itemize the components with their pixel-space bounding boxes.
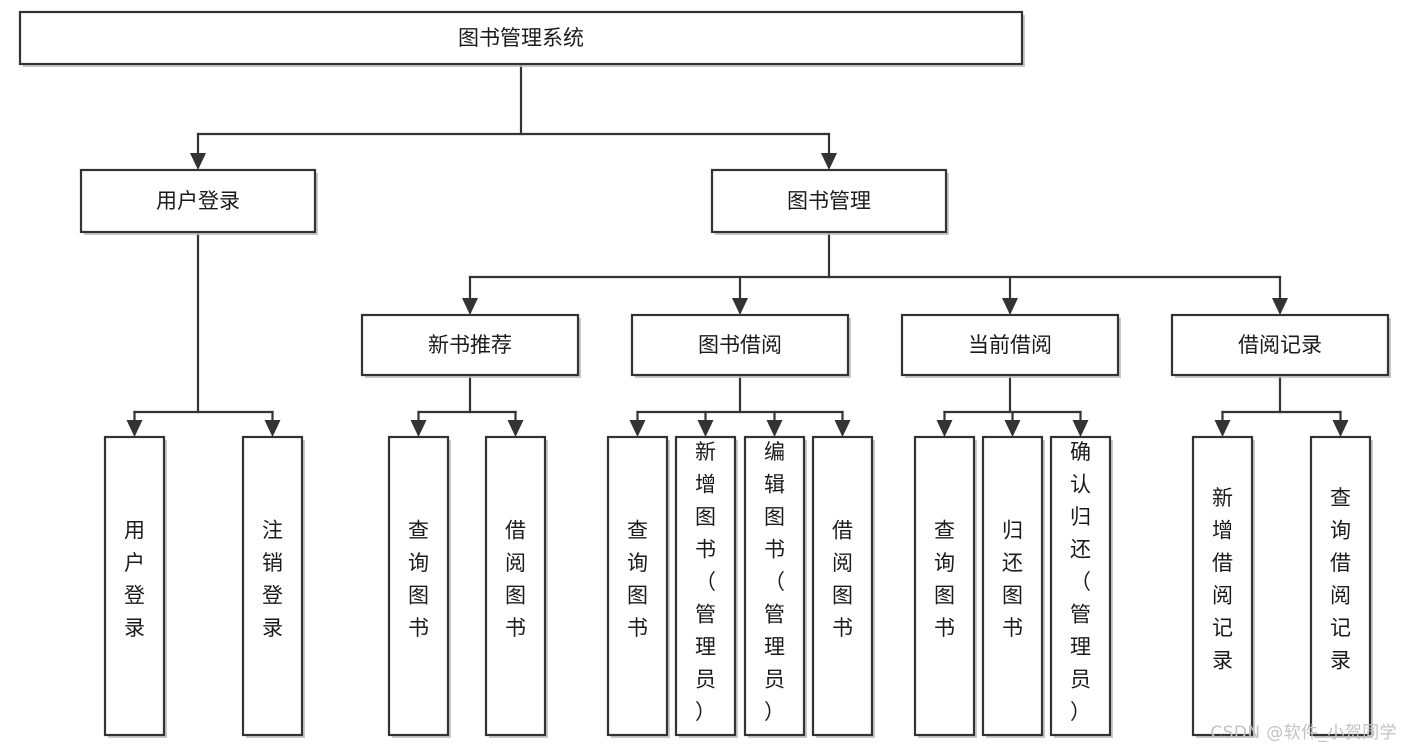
- node-label: 当前借阅: [968, 333, 1052, 357]
- node-box[interactable]: [103, 435, 166, 737]
- node-box[interactable]: [1309, 435, 1372, 737]
- arrow-head-icon-user-login: [190, 153, 206, 170]
- node-label: 图书管理系统: [458, 26, 584, 50]
- node-box[interactable]: [1049, 435, 1112, 737]
- arrow-head-icon-leaf-query-record: [1332, 420, 1349, 437]
- node-label: 新增图书（管理员）: [695, 440, 716, 724]
- node-label: 新增借阅记录: [1212, 486, 1233, 673]
- arrow-head-icon-borrow-record: [1272, 298, 1288, 315]
- node-box[interactable]: [674, 435, 737, 737]
- node-box[interactable]: [913, 435, 976, 737]
- node-box[interactable]: [981, 435, 1044, 737]
- node-box[interactable]: [710, 168, 948, 234]
- node-leaf-user-login[interactable]: 用户登录: [103, 435, 167, 738]
- node-label: 新书推荐: [428, 333, 512, 357]
- node-new-book-recommend[interactable]: 新书推荐: [360, 313, 581, 378]
- node-root[interactable]: 图书管理系统: [18, 10, 1025, 67]
- node-box[interactable]: [630, 313, 850, 377]
- node-label: 借阅图书: [832, 518, 853, 640]
- node-box[interactable]: [360, 313, 580, 377]
- node-user-login[interactable]: 用户登录: [79, 168, 318, 235]
- arrow-head-icon-leaf-borrow-book-2: [834, 420, 851, 437]
- arrow-head-icon-leaf-edit-book: [766, 420, 783, 437]
- arrow-head-icon-leaf-add-record: [1214, 420, 1231, 437]
- node-leaf-edit-book[interactable]: 编辑图书（管理员）: [743, 435, 807, 738]
- node-label: 用户登录: [156, 189, 240, 213]
- arrow-head-icon-leaf-user-login: [126, 420, 143, 437]
- node-label: 注销登录: [262, 518, 283, 640]
- node-box[interactable]: [387, 435, 450, 737]
- arrow-head-icon-leaf-query-book-3: [936, 420, 953, 437]
- node-label: 图书借阅: [698, 333, 782, 357]
- node-box[interactable]: [1170, 313, 1390, 377]
- arrow-head-icon-new-book-recommend: [462, 298, 478, 315]
- node-label: 用户登录: [124, 518, 145, 640]
- arrow-head-icon-current-borrow: [1002, 298, 1018, 315]
- node-box[interactable]: [1191, 435, 1254, 737]
- node-leaf-logout[interactable]: 注销登录: [241, 435, 305, 738]
- node-borrow-record[interactable]: 借阅记录: [1170, 313, 1391, 378]
- node-box[interactable]: [811, 435, 874, 737]
- arrow-head-icon-leaf-query-book-1: [410, 420, 427, 437]
- node-leaf-query-book-3[interactable]: 查询图书: [913, 435, 977, 738]
- node-box[interactable]: [743, 435, 806, 737]
- node-book-borrow[interactable]: 图书借阅: [630, 313, 851, 378]
- node-box[interactable]: [18, 10, 1024, 66]
- node-label: 编辑图书（管理员）: [764, 440, 785, 724]
- arrow-head-icon-leaf-add-book: [697, 420, 714, 437]
- node-label: 查询借阅记录: [1330, 486, 1351, 673]
- node-box[interactable]: [484, 435, 547, 737]
- nodes-layer: 图书管理系统用户登录图书管理新书推荐图书借阅当前借阅借阅记录用户登录注销登录查询…: [18, 10, 1391, 738]
- node-current-borrow[interactable]: 当前借阅: [900, 313, 1121, 378]
- node-label: 查询图书: [627, 518, 648, 640]
- arrow-head-icon-leaf-borrow-book-1: [507, 420, 524, 437]
- node-label: 查询图书: [934, 518, 955, 640]
- node-leaf-confirm-return[interactable]: 确认归还（管理员）: [1049, 435, 1113, 738]
- arrow-head-icon-leaf-query-book-2: [629, 420, 646, 437]
- arrow-head-icon-leaf-return-book: [1004, 420, 1021, 437]
- node-box[interactable]: [79, 168, 317, 234]
- node-leaf-add-book[interactable]: 新增图书（管理员）: [674, 435, 738, 738]
- node-leaf-borrow-book-1[interactable]: 借阅图书: [484, 435, 548, 738]
- node-box[interactable]: [606, 435, 669, 737]
- arrow-head-icon-leaf-confirm-return: [1072, 420, 1089, 437]
- node-leaf-borrow-book-2[interactable]: 借阅图书: [811, 435, 875, 738]
- node-leaf-query-record[interactable]: 查询借阅记录: [1309, 435, 1373, 738]
- node-label: 确认归还（管理员）: [1070, 440, 1091, 724]
- watermark: CSDN @软件_小贺同学: [1210, 723, 1397, 743]
- node-leaf-add-record[interactable]: 新增借阅记录: [1191, 435, 1255, 738]
- arrow-head-icon-book-borrow: [732, 298, 748, 315]
- node-leaf-return-book[interactable]: 归还图书: [981, 435, 1045, 738]
- node-leaf-query-book-1[interactable]: 查询图书: [387, 435, 451, 738]
- edges-layer: [126, 62, 1349, 437]
- arrow-head-icon-book-manage: [821, 153, 837, 170]
- node-label: 归还图书: [1002, 518, 1023, 640]
- node-label: 借阅图书: [505, 518, 526, 640]
- node-box[interactable]: [241, 435, 304, 737]
- node-label: 图书管理: [787, 189, 871, 213]
- node-book-manage[interactable]: 图书管理: [710, 168, 949, 235]
- arrow-head-icon-leaf-logout: [264, 420, 281, 437]
- node-leaf-query-book-2[interactable]: 查询图书: [606, 435, 670, 738]
- node-label: 查询图书: [408, 518, 429, 640]
- node-box[interactable]: [900, 313, 1120, 377]
- node-label: 借阅记录: [1238, 333, 1322, 357]
